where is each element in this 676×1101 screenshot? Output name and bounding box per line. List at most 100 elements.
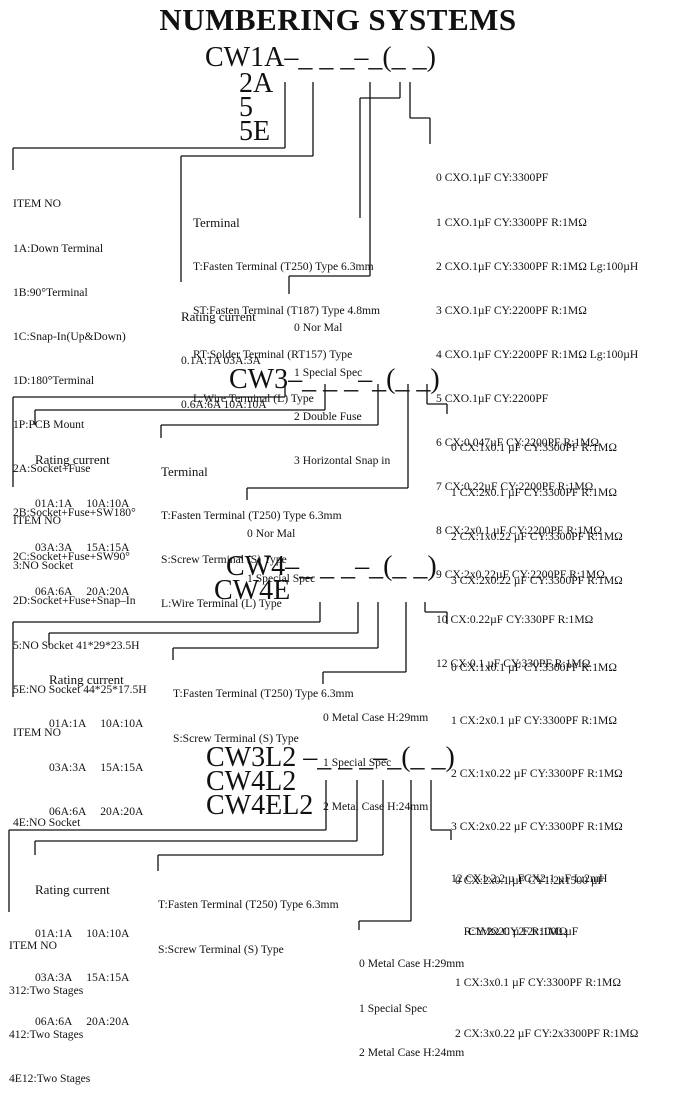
list-item: 1 CX:2x0.1 µF CY:3300PF R:1MΩ [451, 485, 617, 499]
list-item: RT:Solder Terminal (RT157) Type [193, 348, 353, 362]
list-item: CY:2x20 µ F R:1MΩ [451, 925, 568, 939]
list-heading: Terminal [193, 215, 240, 231]
list-item: 0 Metal Case H:29mm [323, 711, 429, 725]
list-item: ITEM NO [13, 514, 61, 528]
s3-spec-list: 0 Metal Case H:29mm 1 Special Spec 2 Met… [323, 682, 428, 829]
list-item: 2C:Socket+Fuse+SW90° [13, 550, 130, 564]
connector-lines [8, 82, 452, 930]
list-item: 0 CX:1x0.1 µF CY:3300PF R:1MΩ [451, 441, 617, 455]
list-item: 1P:PCB Mount [13, 417, 85, 431]
s2-spec-list: 0 Nor Mal 1 Special Spec [247, 498, 315, 601]
s3-rating-list: Rating current 01A:1A 10A:10A 03A:3A 15A… [49, 643, 143, 834]
list-item: 1 CX:2x0.1 µF CY:3300PF R:1MΩ [451, 713, 617, 727]
list-item: 10 CX:0.22µF CY:330PF R:1MΩ [436, 612, 594, 626]
list-item: 0.1A:1A 03A:3A [181, 353, 261, 367]
s1-item-list: ITEM NO 1A:Down Terminal 1B:90°Terminal … [13, 168, 147, 712]
list-item: ST:Fasten Terminal (T187) Type 4.8mm [193, 303, 381, 317]
list-item: 01A:1A 10A:10A [49, 716, 144, 730]
list-item: 2D:Socket+Fuse+Snap–In [13, 594, 136, 608]
s4-spec-list: 0 Metal Case H:29mm 1 Special Spec 2 Met… [359, 928, 464, 1075]
list-item: 03A:3A 15A:15A [49, 760, 144, 774]
list-item: 9 CX:2x0.22µF CY:2200PF R:1MΩ [436, 568, 605, 582]
list-item: 3 CXO.1µF CY:2200PF R:1MΩ [436, 303, 587, 317]
s3-item-list: ITEM NO 4E:NO Socket [13, 695, 80, 845]
list-item: 412:Two Stages [9, 1027, 84, 1041]
list-item: 4 CXO.1µF CY:2200PF R:1MΩ Lg:100µH [436, 347, 639, 361]
list-item: 3 CX:2x0.22 µF CY:3300PF R:1MΩ [451, 573, 623, 587]
list-item: 06A:6A 20A:20A [49, 805, 144, 819]
list-item: 2 CX:3x0.22 µF CY:2x3300PF R:1MΩ [455, 1027, 639, 1040]
s2-terminal-list: Terminal T:Fasten Terminal (T250) Type 6… [161, 435, 342, 626]
list-item: 1D:180°Terminal [13, 373, 95, 387]
list-item: 06A:6A 20A:20A [35, 585, 130, 599]
page-title: NUMBERING SYSTEMS [159, 2, 517, 37]
cw1a-variant-5: 5 [239, 92, 253, 123]
s3-capacitor-list: 0 CX:1x0.1 µF CY:3300PF R:1MΩ 1 CX:2x0.1… [451, 624, 623, 958]
list-item: S:Screw Terminal (S) Type [158, 942, 284, 956]
list-item: R:1MΩ CY2:2x1000 µF [455, 925, 579, 938]
list-item: 7 CX:0.22µF CY:2200PF R:1MΩ [436, 480, 594, 494]
list-heading: Rating current [35, 452, 110, 468]
list-item: 0 CX:2x0.1 µF CY1:2x1500 µF [455, 874, 604, 887]
list-item: ITEM NO [13, 726, 61, 739]
list-item: 0 CXO.1µF CY:3300PF [436, 171, 549, 185]
list-item: 5E:NO Socket 44*25*17.5H [13, 682, 147, 696]
list-item: 2 CX:1x0.22 µF CY:3300PF R:1MΩ [451, 529, 623, 543]
list-item: 1A:Down Terminal [13, 241, 104, 255]
list-item: 1 CX:3x0.1 µF CY:3300PF R:1MΩ [455, 976, 621, 989]
cw4l2-variant: CW4L2 [206, 766, 297, 797]
list-item: 2 Double Fuse [294, 409, 362, 423]
list-heading: Terminal [161, 464, 208, 480]
list-item: 12 CX1:2.2 µ FCX2:1 µF L:2mH [451, 872, 608, 886]
list-item: 1C:Snap-In(Up&Down) [13, 329, 126, 343]
list-item: 0 Nor Mal [247, 527, 296, 541]
cw1a-variant-2a: 2A [239, 68, 274, 99]
list-item: 0 CX:1x0.1 µF CY:3300PF R:1MΩ [451, 661, 617, 675]
list-item: 1 Special Spec [247, 571, 316, 585]
list-item: 1 Special Spec [359, 1001, 428, 1015]
list-item: 1 Special Spec [294, 365, 363, 379]
s1-capacitor-list: 0 CXO.1µF CY:3300PF 1 CXO.1µF CY:3300PF … [436, 142, 638, 686]
s4-capacitor-list: 0 CX:2x0.1 µF CY1:2x1500 µF R:1MΩ CY2:2x… [455, 838, 638, 1059]
list-item: 03A:3A 15A:15A [35, 540, 130, 554]
list-item: 5:NO Socket 41*29*23.5H [13, 638, 140, 652]
list-item: S:Screw Terminal (S) Type [173, 731, 299, 745]
list-item: 2 CXO.1µF CY:3300PF R:1MΩ Lg:100µH [436, 259, 639, 273]
list-item: 3 Horizontal Snap in [294, 453, 391, 467]
list-item: T:Fasten Terminal (T250) Type 6.3mm [193, 259, 374, 273]
cw3l2-code: CW3L2 –_ _ _–_(_ _) [206, 742, 455, 773]
list-item: 312:Two Stages [9, 983, 84, 997]
list-item: 12 CX:0.1 µF CY:330PF R:1MΩ [436, 656, 591, 670]
list-item: ITEM NO [9, 939, 57, 953]
list-item: 1 CXO.1µF CY:3300PF R:1MΩ [436, 215, 587, 229]
s2-capacitor-list: 0 CX:1x0.1 µF CY:3300PF R:1MΩ 1 CX:2x0.1… [451, 412, 623, 603]
s1-terminal-list: Terminal T:Fasten Terminal (T250) Type 6… [193, 186, 380, 422]
list-item: 1 Special Spec [323, 755, 392, 769]
s1-spec-list: 0 Nor Mal 1 Special Spec 2 Double Fuse 3… [294, 292, 390, 483]
list-item: 1B:90°Terminal [13, 285, 88, 299]
list-item: 2 CX:1x0.22 µF CY:3300PF R:1MΩ [451, 766, 623, 780]
list-item: 0.6A:6A 10A:10A [181, 397, 267, 411]
list-item: 5 CXO.1µF CY:2200PF [436, 391, 549, 405]
list-item: T:Fasten Terminal (T250) Type 6.3mm [158, 898, 339, 912]
cw4-code: CW4–_ _ _–_(_ _) [226, 551, 437, 582]
cw3-code: CW3–_ _ _–_(_ _) [229, 364, 440, 395]
list-item: 2B:Socket+Fuse+SW180° [13, 506, 136, 520]
list-item: 01A:1A 10A:10A [35, 926, 130, 940]
s3-terminal-list: T:Fasten Terminal (T250) Type 6.3mm S:Sc… [173, 658, 354, 761]
list-item: 2 Metal Case H:24mm [359, 1045, 465, 1059]
list-heading: Rating current [35, 882, 110, 898]
list-item: L:Wire Terminal (L) Type [193, 392, 314, 406]
list-item: ITEM NO [13, 197, 61, 211]
list-item: 0 Nor Mal [294, 321, 343, 335]
list-item: 8 CX:2x0.1 µF CY:2200PF R:1MΩ [436, 524, 602, 538]
list-item: 2 Metal Case H:24mm [323, 799, 429, 813]
list-item [13, 770, 80, 785]
s2-item-list: ITEM NO 3:NO Socket [13, 485, 73, 588]
cw1a-code: CW1A–_ _ _–_(_ _) [205, 42, 436, 73]
list-item: T:Fasten Terminal (T250) Type 6.3mm [161, 508, 342, 522]
list-item: 3:NO Socket [13, 558, 74, 572]
list-item: 4E12:Two Stages [9, 1071, 91, 1085]
s4-item-list: ITEM NO 312:Two Stages 412:Two Stages 4E… [9, 910, 90, 1101]
s2-rating-list: Rating current 01A:1A 10A:10A 03A:3A 15A… [35, 423, 129, 614]
